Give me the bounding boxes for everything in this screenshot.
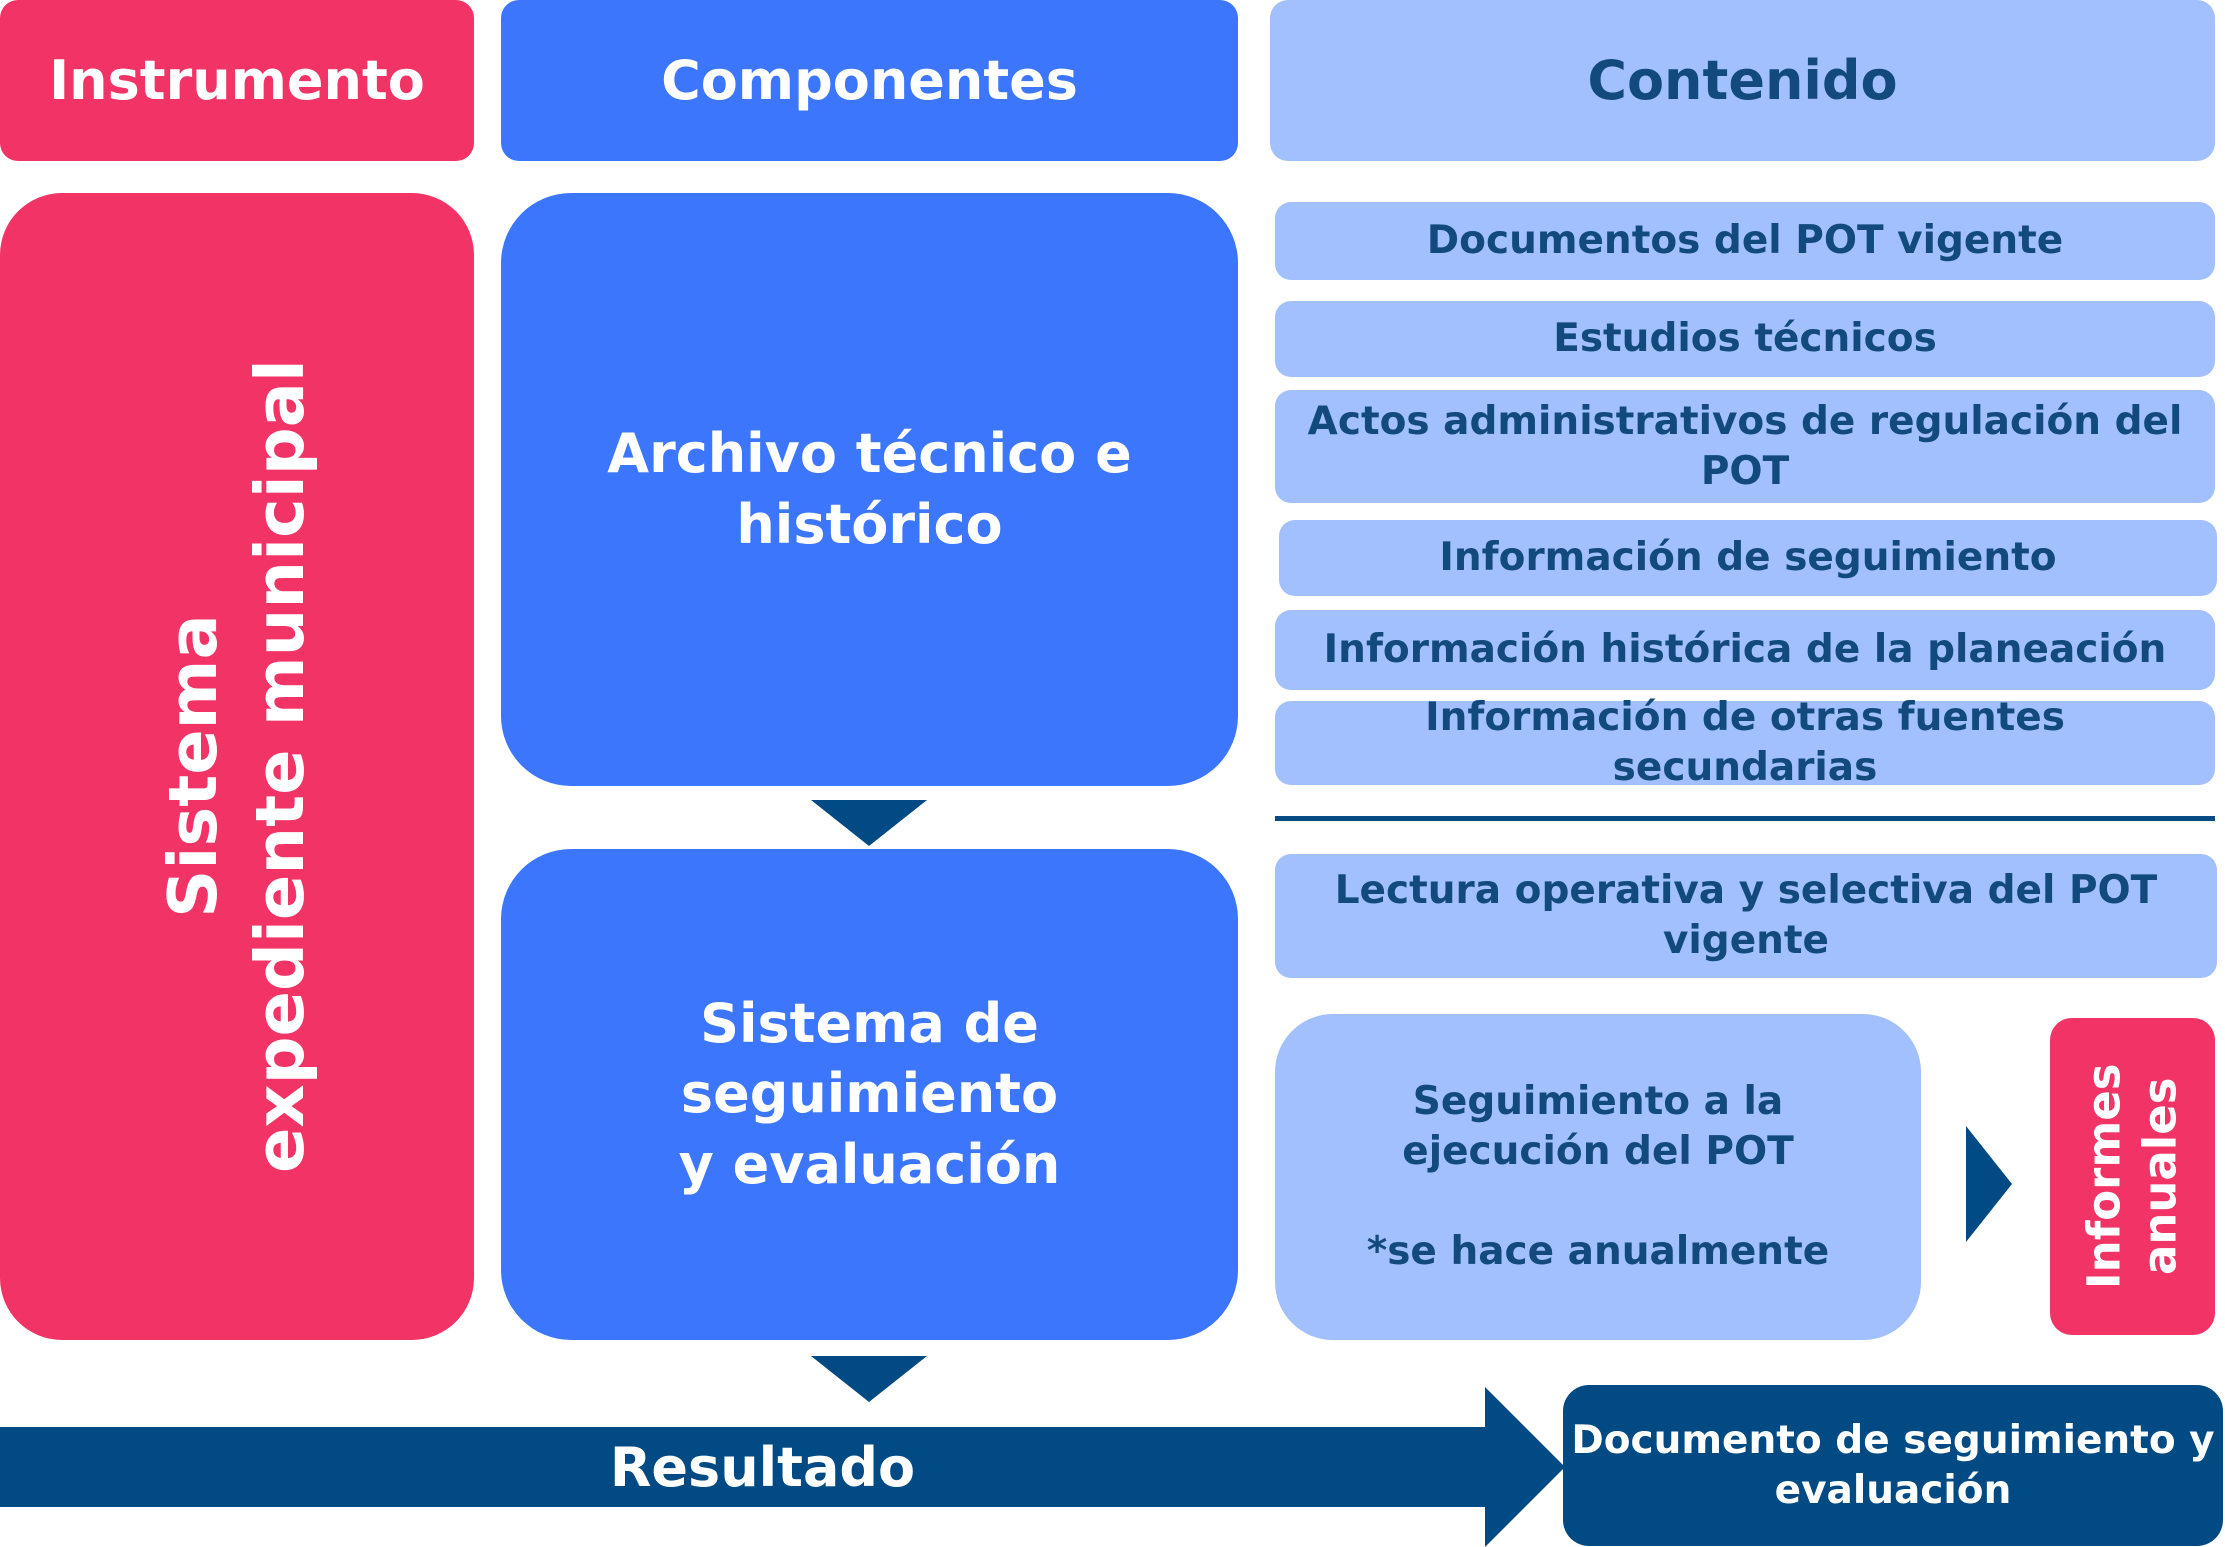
seguimiento-note: *se hace anualmente — [1366, 1228, 1830, 1274]
instrument-label-line1: Sistema — [153, 614, 232, 919]
informes-anuales-box: Informes anuales — [2050, 1018, 2215, 1335]
content-item-lectura-operativa: Lectura operativa y selectiva del POT vi… — [1275, 854, 2217, 978]
instrument-label: Sistema expediente municipal — [150, 360, 324, 1174]
content-item-estudios: Estudios técnicos — [1275, 301, 2215, 377]
resultado-label: Resultado — [609, 1435, 916, 1499]
result-document-box: Documento de seguimiento y evaluación — [1563, 1385, 2223, 1546]
header-contenido: Contenido — [1270, 0, 2215, 161]
content-item-actos: Actos administrativos de regulación del … — [1275, 390, 2215, 503]
sistema-component-box: Sistema de seguimiento y evaluación — [501, 849, 1238, 1340]
right-arrow-icon — [1966, 1126, 2012, 1242]
content-divider — [1275, 816, 2215, 821]
archivo-component-box: Archivo técnico e histórico — [501, 193, 1238, 786]
archivo-line2: histórico — [736, 492, 1003, 556]
content-item-informacion-historica: Información histórica de la planeación — [1275, 610, 2215, 690]
archivo-line1: Archivo técnico e — [607, 422, 1132, 486]
instrument-label-line2: expediente municipal — [241, 359, 320, 1174]
sistema-line1: Sistema de — [700, 992, 1039, 1056]
content-item-otras-fuentes: Información de otras fuentes secundarias — [1275, 695, 2215, 790]
content-item-documentos: Documentos del POT vigente — [1275, 202, 2215, 280]
down-arrow-icon — [811, 800, 927, 846]
resultado-arrow-bar — [0, 1427, 1487, 1507]
resultado-arrow-head-icon — [1485, 1387, 1565, 1547]
down-arrow-icon — [811, 1356, 927, 1402]
content-item-informacion-seguimiento: Información de seguimiento — [1279, 520, 2217, 596]
content-item-seguimiento-ejecucion: Seguimiento a la ejecución del POT *se h… — [1275, 1014, 1921, 1340]
instrument-box: Sistema expediente municipal — [0, 193, 474, 1340]
sistema-line3: y evaluación — [678, 1132, 1061, 1196]
sistema-line2: seguimiento — [680, 1062, 1059, 1126]
informes-line2: anuales — [2133, 1077, 2187, 1276]
header-instrumento: Instrumento — [0, 0, 474, 161]
seguimiento-main-text: Seguimiento a la ejecución del POT — [1402, 1079, 1794, 1175]
informes-label: Informes anuales — [2076, 1064, 2189, 1290]
informes-line1: Informes — [2077, 1063, 2131, 1290]
header-componentes: Componentes — [501, 0, 1238, 161]
